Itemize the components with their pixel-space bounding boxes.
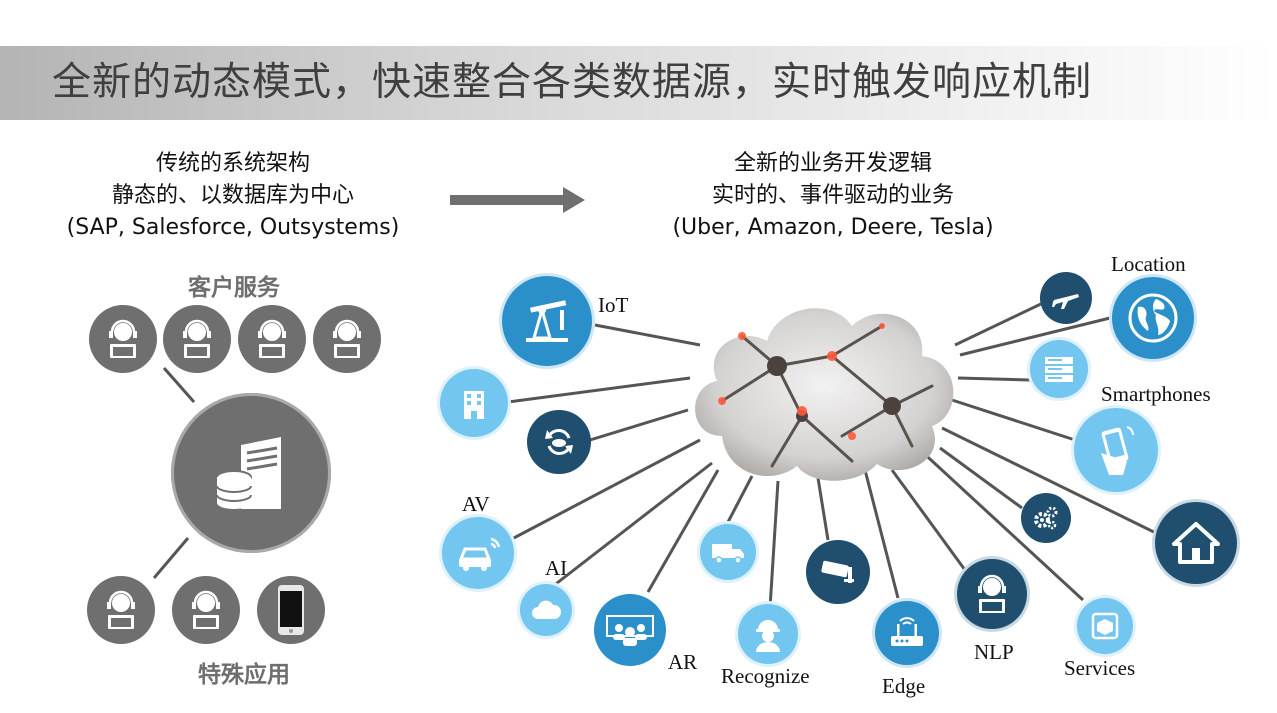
av-label: AV <box>462 492 490 516</box>
car-icon <box>442 517 514 589</box>
globe-icon <box>1112 277 1194 359</box>
truck-icon <box>700 524 756 580</box>
oil-pump-icon <box>502 276 592 366</box>
smartphone-icon <box>257 576 325 644</box>
customer-service-label: 客户服务 <box>188 275 280 301</box>
neural-cloud-icon <box>682 286 964 486</box>
ar-group-icon <box>594 594 666 666</box>
headset-agent-icon <box>957 559 1027 629</box>
agent-headset-icon <box>238 305 306 373</box>
right-arrow-icon <box>450 187 585 213</box>
ai-label: AI <box>545 556 568 580</box>
airplane-icon <box>1040 272 1092 324</box>
right-caption-line-3: (Uber, Amazon, Deere, Tesla) <box>672 215 994 240</box>
special-application-label: 特殊应用 <box>198 662 290 688</box>
agent-headset-icon <box>87 576 155 644</box>
agent-headset-icon <box>163 305 231 373</box>
iot-label: IoT <box>598 293 629 317</box>
left-caption-line-3: (SAP, Salesforce, Outsystems) <box>66 215 400 240</box>
services-label: Services <box>1064 656 1136 680</box>
edge-label: Edge <box>882 674 926 698</box>
ar-label: AR <box>668 650 698 674</box>
package-icon <box>1077 598 1133 654</box>
left-caption-line-2: 静态的、以数据库为中心 <box>111 183 354 208</box>
right-caption: 全新的业务开发逻辑 实时的、事件驱动的业务 (Uber, Amazon, Dee… <box>648 148 1018 244</box>
gears-icon <box>1021 493 1071 543</box>
page-title: 全新的动态模式，快速整合各类数据源，实时触发响应机制 <box>52 60 1093 105</box>
agent-headset-icon <box>89 305 157 373</box>
phone-in-hand-icon <box>1074 408 1158 492</box>
smartphones-label: Smartphones <box>1101 382 1211 406</box>
database-server-icon <box>171 393 331 553</box>
security-camera-icon <box>806 540 870 604</box>
cloud-icon <box>520 584 572 636</box>
left-caption: 传统的系统架构 静态的、以数据库为中心 (SAP, Salesforce, Ou… <box>48 148 418 244</box>
house-icon <box>1155 502 1237 584</box>
left-caption-line-1: 传统的系统架构 <box>155 151 310 176</box>
title-bar: 全新的动态模式，快速整合各类数据源，实时触发响应机制 <box>0 46 1277 120</box>
server-rack-icon <box>1030 340 1088 398</box>
nlp-label: NLP <box>974 640 1014 664</box>
recognize-label: Recognize <box>721 664 810 688</box>
agent-headset-icon <box>313 305 381 373</box>
building-icon <box>440 369 508 437</box>
location-label: Location <box>1111 252 1186 276</box>
worker-helmet-icon <box>738 604 798 664</box>
right-caption-line-2: 实时的、事件驱动的业务 <box>711 183 954 208</box>
router-icon <box>875 601 939 665</box>
agent-headset-icon <box>172 576 240 644</box>
right-caption-line-1: 全新的业务开发逻辑 <box>733 151 932 176</box>
cloud-sync-icon <box>527 410 591 474</box>
